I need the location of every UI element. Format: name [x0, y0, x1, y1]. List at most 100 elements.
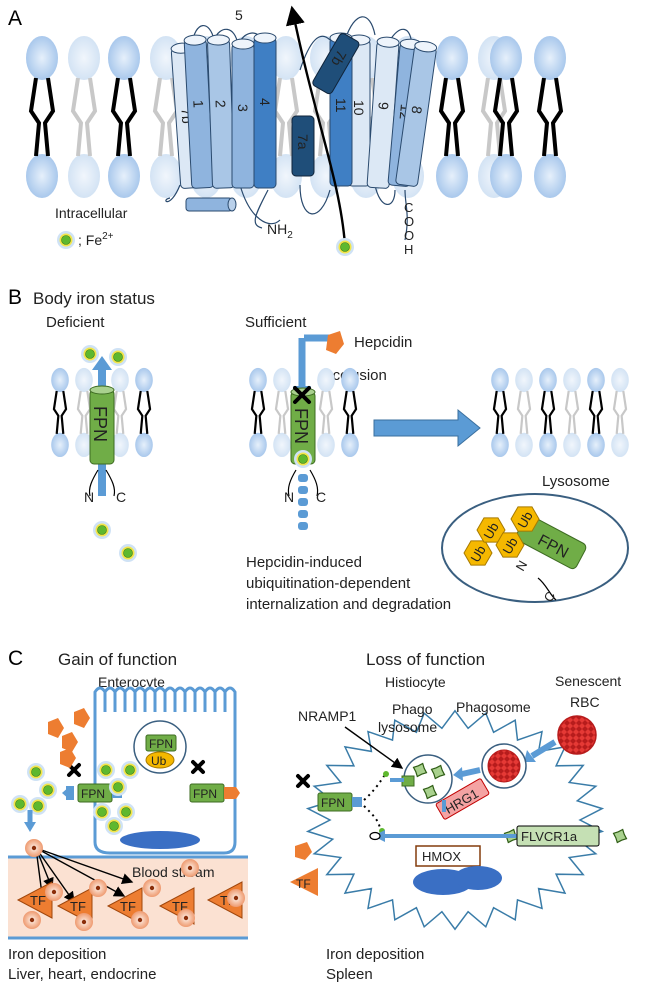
senescent-rbc — [557, 715, 597, 755]
flvcr1a-transporter: FLVCR1a — [516, 825, 600, 847]
phago-label: Phago — [392, 701, 433, 717]
enterocyte-label: Enterocyte — [98, 674, 165, 690]
x-marks-left — [67, 760, 205, 777]
heme-icon — [612, 828, 628, 844]
histiocyte-cell — [305, 709, 605, 931]
helix-cylinder: 8 — [395, 40, 438, 187]
senescent-label: Senescent — [555, 673, 621, 689]
lipid-pair — [491, 367, 509, 457]
svg-text:FLVCR1a: FLVCR1a — [521, 829, 578, 844]
enterocyte-cell: FPN Ub — [93, 686, 237, 855]
lipid-pair — [135, 367, 153, 457]
fe-legend: ; Fe2+ — [57, 231, 114, 249]
iron-ion — [39, 781, 57, 799]
iron-ion — [117, 803, 135, 821]
ubiquitin-icon: Ub — [495, 532, 525, 558]
hepcidin-small — [295, 842, 312, 860]
blood-stream-label: Blood stream — [132, 864, 214, 880]
iron-ion — [97, 761, 115, 779]
iron-ion — [105, 817, 123, 835]
iron-ion — [121, 761, 139, 779]
helix-cylinder: 1 — [183, 34, 215, 189]
intracellular-helix — [185, 197, 237, 212]
svg-text:FPN: FPN — [149, 737, 173, 751]
iron-ion — [294, 450, 312, 468]
svg-text:TF: TF — [70, 899, 86, 914]
iron-ion — [109, 778, 127, 796]
svg-text:Ub: Ub — [151, 754, 167, 768]
svg-text:C: C — [116, 489, 126, 505]
lipid-pair — [108, 36, 140, 198]
svg-text:Ub: Ub — [467, 543, 488, 565]
svg-text:1: 1 — [190, 100, 206, 109]
heme-icon — [412, 762, 428, 778]
helix-cylinder: 2 — [206, 34, 235, 189]
lipid-pair — [587, 367, 605, 457]
iron-ion — [93, 521, 111, 539]
panel-b-label: B — [8, 286, 22, 309]
svg-text:7b: 7b — [328, 47, 350, 69]
lipid-pair — [534, 36, 566, 198]
panel-c-label: C — [8, 647, 23, 670]
ubiquitin-icon: Ub — [510, 506, 540, 532]
helix-5-label: 5 — [235, 7, 243, 23]
lipid-pair — [341, 367, 359, 457]
nh2-label: NH2 — [267, 221, 293, 241]
deposition-right-line1: Iron deposition — [326, 946, 424, 963]
svg-text:H: H — [404, 242, 413, 257]
iron-ion — [93, 803, 111, 821]
internalization-dashes — [298, 474, 308, 530]
svg-text:Ub: Ub — [514, 509, 535, 531]
deposition-left-line1: Iron deposition — [8, 946, 106, 963]
deposition-left-line2: Liver, heart, endocrine — [8, 966, 156, 983]
caption-line-2: ubiquitination-dependent — [246, 575, 411, 592]
svg-text:C: C — [316, 489, 326, 505]
caption-line-1: Hepcidin-induced — [246, 554, 362, 571]
lipid-pair — [490, 36, 522, 198]
svg-text:8: 8 — [408, 105, 425, 115]
iron-ion — [81, 345, 99, 363]
svg-text:Ub: Ub — [480, 520, 501, 542]
deposition-right-line2: Spleen — [326, 966, 373, 983]
fpn-transmembrane-helices: 7b1234101191287b7a — [170, 32, 438, 189]
hepcidin-cluster — [48, 708, 90, 768]
degradation-arrow — [373, 408, 481, 448]
svg-text:FPN: FPN — [321, 796, 345, 810]
helix-cylinder: 10 — [347, 34, 371, 187]
lipid-pair — [26, 36, 58, 198]
short-helix: 7a — [291, 115, 315, 177]
ubiquitin-icon: Ub — [476, 517, 506, 543]
svg-text:C: C — [404, 200, 413, 215]
svg-text:N: N — [284, 489, 294, 505]
svg-text:N: N — [84, 489, 94, 505]
svg-text:TF: TF — [296, 877, 311, 891]
lipid-pair — [515, 367, 533, 457]
sufficient-label: Sufficient — [245, 314, 307, 331]
lipid-pair — [611, 367, 629, 457]
short-helix: 7b — [312, 33, 360, 95]
transport-arrow — [285, 5, 347, 246]
lipid-pair — [51, 367, 69, 457]
svg-text:FPN: FPN — [193, 787, 217, 801]
lipid-pair — [539, 367, 557, 457]
ub-chain: Ub Ub Ub Ub — [463, 506, 540, 566]
svg-text:; Fe2+: ; Fe2+ — [78, 231, 114, 248]
svg-text:10: 10 — [351, 100, 367, 116]
svg-text:Ub: Ub — [499, 535, 520, 557]
fpn-label-deficient: FPN — [90, 406, 110, 442]
iron-ion — [109, 348, 127, 366]
fpn-deficient: FPN N C — [84, 356, 126, 505]
svg-text:2: 2 — [213, 100, 229, 109]
membrane-bilayer-b — [51, 367, 629, 457]
iron-ion — [29, 797, 47, 815]
svg-text:TF: TF — [30, 893, 46, 908]
svg-text:9: 9 — [375, 101, 392, 110]
iron-ion — [119, 544, 137, 562]
helix-cylinder: 4 — [253, 32, 277, 189]
cooh-label: C O O H — [404, 200, 414, 257]
nramp1-label: NRAMP1 — [298, 708, 357, 724]
phagosome-label: Phagosome — [456, 699, 531, 715]
svg-text:O: O — [404, 214, 414, 229]
iron-ion — [11, 795, 29, 813]
